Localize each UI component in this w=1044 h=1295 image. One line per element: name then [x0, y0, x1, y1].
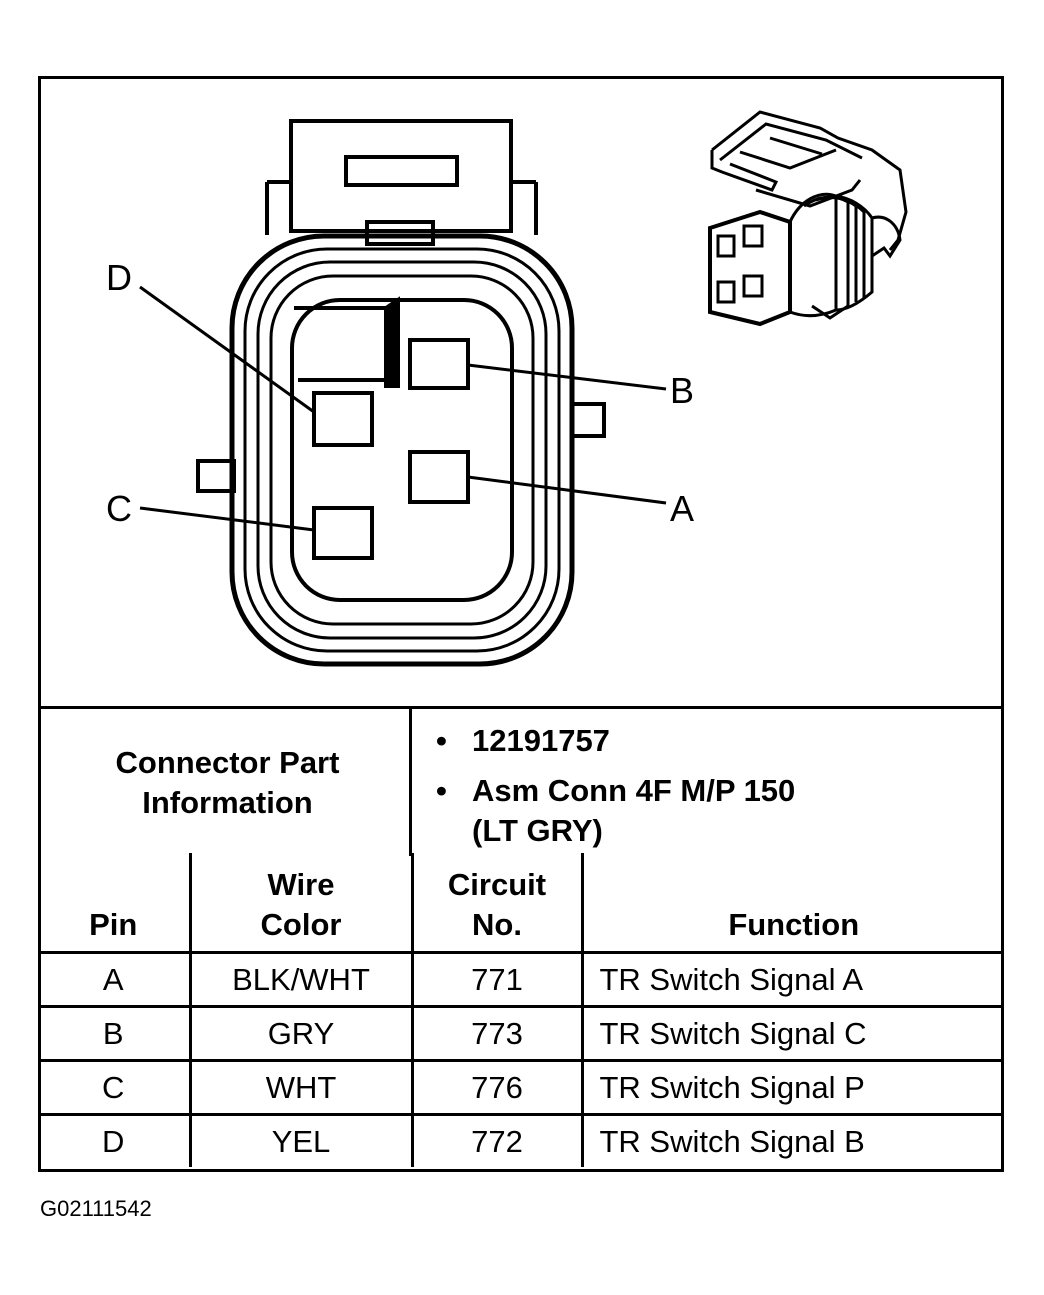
cell-function: TR Switch Signal P	[580, 1059, 1004, 1116]
assembly-color: (LT GRY)	[472, 813, 603, 848]
cell-circuit: 772	[410, 1113, 584, 1167]
cell-wire-color: BLK/WHT	[188, 951, 414, 1008]
connector-face-diagram	[139, 119, 667, 667]
table-row: C WHT 776 TR Switch Signal P	[38, 1059, 1004, 1116]
cell-wire-color: GRY	[188, 1005, 414, 1062]
cell-pin: D	[38, 1113, 192, 1167]
header-pin: Pin	[38, 853, 192, 954]
cavity-d	[312, 391, 374, 447]
part-number: 12191757	[472, 723, 610, 758]
pin-label-c: C	[106, 488, 132, 529]
leader-c	[139, 506, 315, 532]
leader-a	[467, 475, 667, 505]
connector-part-info-label: Connector Part Information	[38, 709, 412, 856]
cell-pin: B	[38, 1005, 192, 1062]
cell-wire-color: WHT	[188, 1059, 414, 1116]
cell-circuit: 771	[410, 951, 584, 1008]
assembly-item: • Asm Conn 4F M/P 150 (LT GRY)	[436, 771, 796, 851]
assembly-name: Asm Conn 4F M/P 150	[472, 773, 796, 808]
cell-circuit: 776	[410, 1059, 584, 1116]
table-row: B GRY 773 TR Switch Signal C	[38, 1005, 1004, 1062]
bullet-icon: •	[436, 773, 447, 808]
pin-label-a: A	[670, 488, 694, 529]
cell-wire-color: YEL	[188, 1113, 414, 1167]
table-header-row: Pin Wire Color Circuit No. Function	[38, 853, 1004, 954]
connector-part-label-line1: Connector Part	[115, 744, 340, 780]
header-function: Function	[580, 853, 1004, 954]
diagram-frame	[38, 76, 1004, 1172]
connector-part-info-row: Connector Part Information • 12191757 • …	[38, 706, 1004, 856]
cell-pin: A	[38, 951, 192, 1008]
cell-function: TR Switch Signal C	[580, 1005, 1004, 1062]
connector-part-info-values: • 12191757 • Asm Conn 4F M/P 150 (LT GRY…	[412, 709, 1001, 856]
bullet-icon: •	[436, 723, 447, 758]
table-row: D YEL 772 TR Switch Signal B	[38, 1113, 1004, 1167]
header-circuit: Circuit No.	[410, 853, 584, 954]
cavity-b	[408, 338, 470, 390]
figure-id: G02111542	[40, 1196, 152, 1221]
leader-d	[139, 285, 315, 414]
pin-label-d: D	[106, 257, 132, 298]
connector-drawing: D B A C	[106, 110, 908, 667]
pin-label-b: B	[670, 370, 694, 411]
pin-table: Pin Wire Color Circuit No. Function A BL…	[38, 853, 1004, 1167]
part-number-item: • 12191757	[436, 721, 610, 761]
cavity-a	[408, 450, 470, 504]
cell-function: TR Switch Signal A	[580, 951, 1004, 1008]
leader-b	[467, 363, 667, 391]
cell-function: TR Switch Signal B	[580, 1113, 1004, 1167]
connector-part-label-line2: Information	[142, 784, 313, 820]
cavity-c	[312, 506, 374, 560]
header-wire-color: Wire Color	[188, 853, 414, 954]
cell-circuit: 773	[410, 1005, 584, 1062]
table-row: A BLK/WHT 771 TR Switch Signal A	[38, 951, 1004, 1008]
connector-3d-view	[708, 110, 908, 327]
cell-pin: C	[38, 1059, 192, 1116]
